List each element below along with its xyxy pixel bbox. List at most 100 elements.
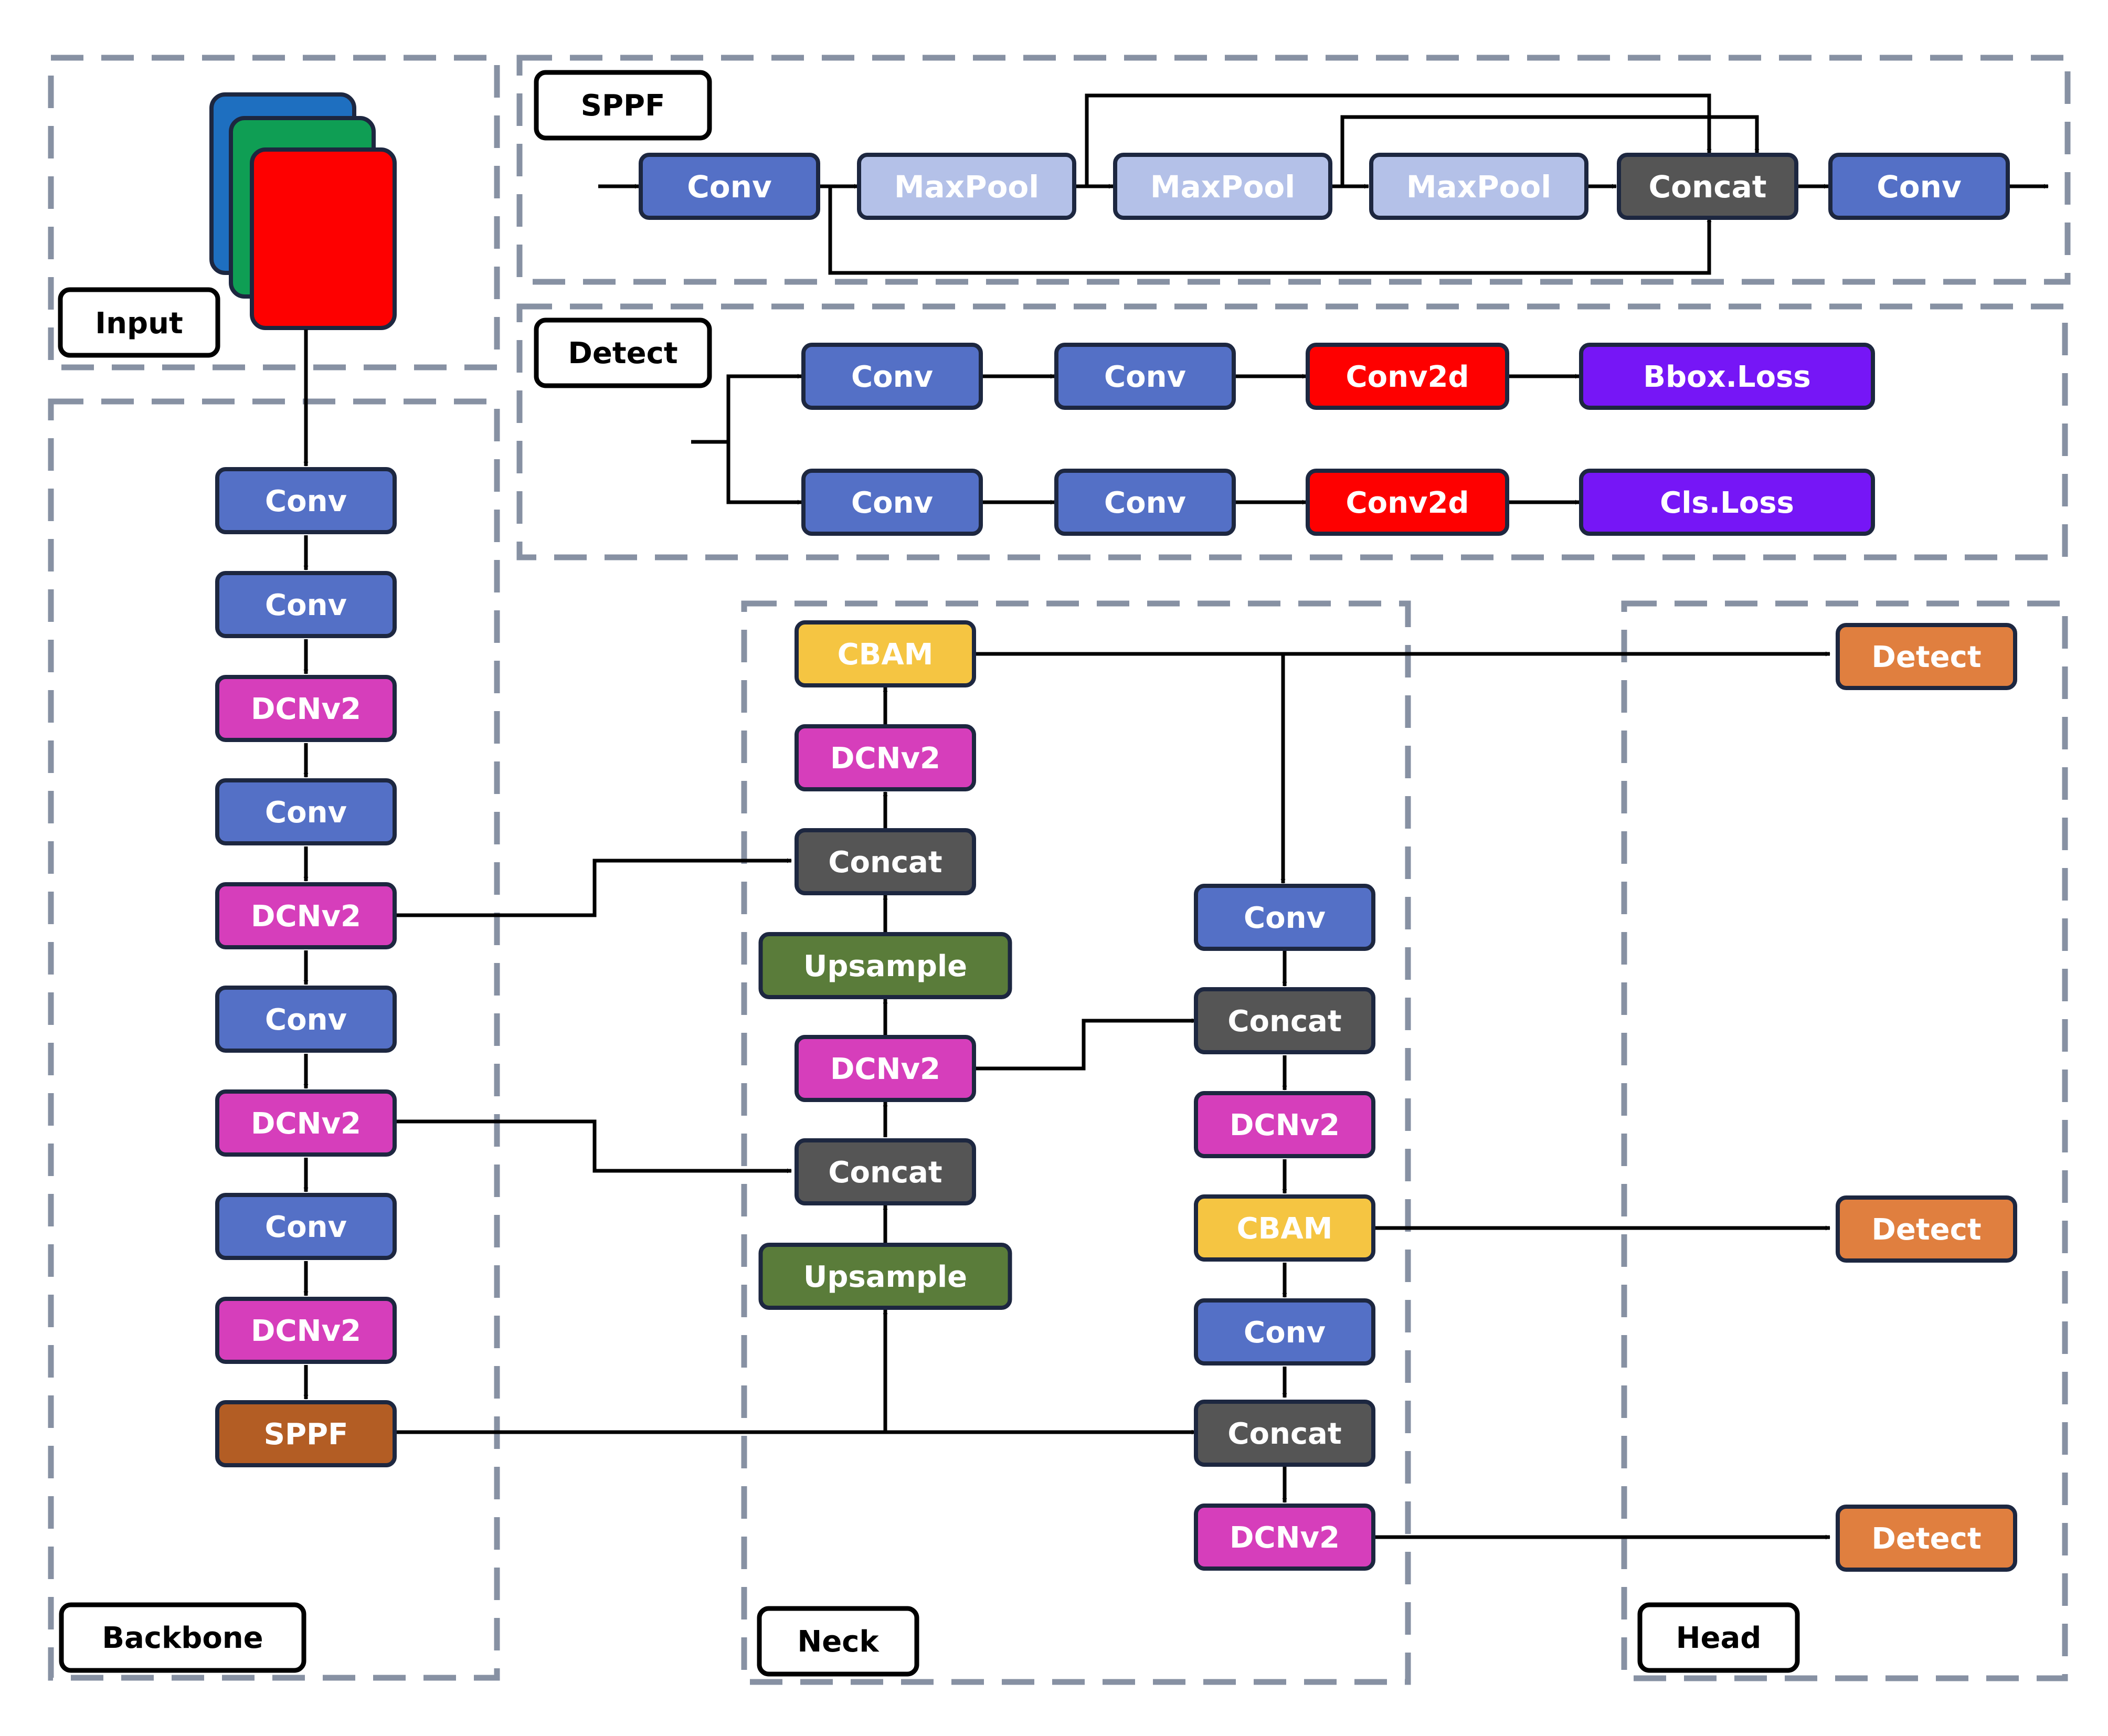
backbone-label: Backbone (102, 1621, 263, 1655)
block-label: Conv (265, 796, 347, 830)
backbone-label-box: Backbone (59, 1602, 306, 1673)
upsample-block: Upsample (758, 1243, 1012, 1310)
detect-block: Detect (1836, 1195, 2017, 1263)
block-box (215, 467, 397, 534)
maxpool-block: MaxPool (857, 153, 1076, 220)
sppf-block: SPPF (215, 1400, 397, 1467)
block-box (215, 1400, 397, 1467)
block-box (1617, 153, 1798, 220)
block-box (215, 778, 397, 845)
block-box (1836, 623, 2017, 690)
conv-block: Conv (215, 467, 397, 534)
block-box (215, 571, 397, 638)
dcnv2-block: DCNv2 (795, 1035, 976, 1102)
conv-block: Conv (215, 571, 397, 638)
block-label: Conv (265, 1003, 347, 1037)
detect-block: Detect (1836, 1505, 2017, 1572)
block-box (1369, 153, 1588, 220)
block-label: Conv (687, 169, 772, 205)
block-box (795, 620, 976, 687)
head-label: Head (1676, 1621, 1762, 1655)
block-label: DCNv2 (251, 1107, 361, 1141)
block-label: Conv (265, 588, 347, 622)
block-box (215, 675, 397, 742)
dcnv2-block: DCNv2 (215, 1089, 397, 1157)
section-labels: Input SPPF Detect Backbone Neck Head (58, 70, 1800, 1677)
cbam-block: CBAM (1194, 1194, 1375, 1262)
input-label-box: Input (58, 287, 220, 358)
dcnv2-block: DCNv2 (215, 675, 397, 742)
backbone-frame (48, 398, 500, 1681)
block-label: Conv (1244, 1316, 1326, 1350)
block-box (1828, 153, 2010, 220)
edge (1085, 93, 1712, 186)
block-box (795, 828, 976, 895)
conv-block: Conv (215, 778, 397, 845)
conv-block: Conv (1194, 1298, 1375, 1365)
block-label: Conv (851, 486, 933, 520)
block-label: Detect (1871, 640, 1981, 674)
block-label: Concat (1649, 169, 1767, 205)
block-box (795, 724, 976, 791)
block-box (801, 343, 983, 410)
conv-block: Conv (801, 343, 983, 410)
edge (973, 1018, 1196, 1071)
block-label: Detect (1871, 1522, 1981, 1556)
block-label: Concat (828, 845, 942, 880)
block-label: DCNv2 (251, 1314, 361, 1348)
block-box (758, 1243, 1012, 1310)
maxpool-block: MaxPool (1369, 153, 1588, 220)
section-frames (48, 55, 2071, 1685)
sppf-frame (516, 55, 2071, 285)
block-label: Conv (1104, 486, 1186, 520)
block-box (1194, 987, 1375, 1054)
upsample-block: Upsample (758, 932, 1012, 999)
block-box (1194, 884, 1375, 951)
conv-block: Conv (639, 153, 820, 220)
detect-label: Detect (568, 336, 677, 371)
maxpool-block: MaxPool (1113, 153, 1332, 220)
block-label: MaxPool (894, 169, 1039, 205)
sppf-label: SPPF (581, 89, 665, 123)
conv-block: Conv (215, 1193, 397, 1260)
block-box (1054, 343, 1236, 410)
cls-loss-block: Cls.Loss (1579, 469, 1875, 536)
conv-block: Conv (1828, 153, 2010, 220)
block-box (1306, 469, 1509, 536)
block-box (1836, 1195, 2017, 1263)
block-label: Detect (1871, 1213, 1981, 1247)
neck-frame (741, 600, 1411, 1685)
concat-block: Concat (1194, 1400, 1375, 1467)
block-label: Concat (1227, 1417, 1341, 1451)
cbam-block: CBAM (795, 620, 976, 687)
block-label: Bbox.Loss (1643, 360, 1810, 394)
block-label: MaxPool (1150, 169, 1295, 205)
block-label: Conv (1877, 169, 1962, 205)
detect-label-box: Detect (534, 317, 712, 388)
block-label: DCNv2 (1230, 1521, 1340, 1555)
block-box (1306, 343, 1509, 410)
block-label: Conv2d (1346, 486, 1469, 520)
block-box (215, 1193, 397, 1260)
concat-block: Concat (1194, 987, 1375, 1054)
concat-block: Concat (795, 828, 976, 895)
edge (1340, 115, 1760, 186)
block-label: Upsample (803, 1260, 967, 1294)
dcnv2-block: DCNv2 (215, 882, 397, 949)
head-label-box: Head (1637, 1602, 1800, 1673)
block-box (215, 882, 397, 949)
block-box (758, 932, 1012, 999)
block-box (639, 153, 820, 220)
block-box (857, 153, 1076, 220)
block-box (1054, 469, 1236, 536)
block-box (215, 1297, 397, 1364)
conv2d-block: Conv2d (1306, 469, 1509, 536)
block-label: SPPF (264, 1417, 348, 1452)
block-label: Conv2d (1346, 360, 1469, 394)
block-label: DCNv2 (251, 692, 361, 726)
conv-block: Conv (801, 469, 983, 536)
input-image-stack (209, 92, 397, 330)
block-label: Conv (1104, 360, 1186, 394)
edge (691, 374, 802, 444)
